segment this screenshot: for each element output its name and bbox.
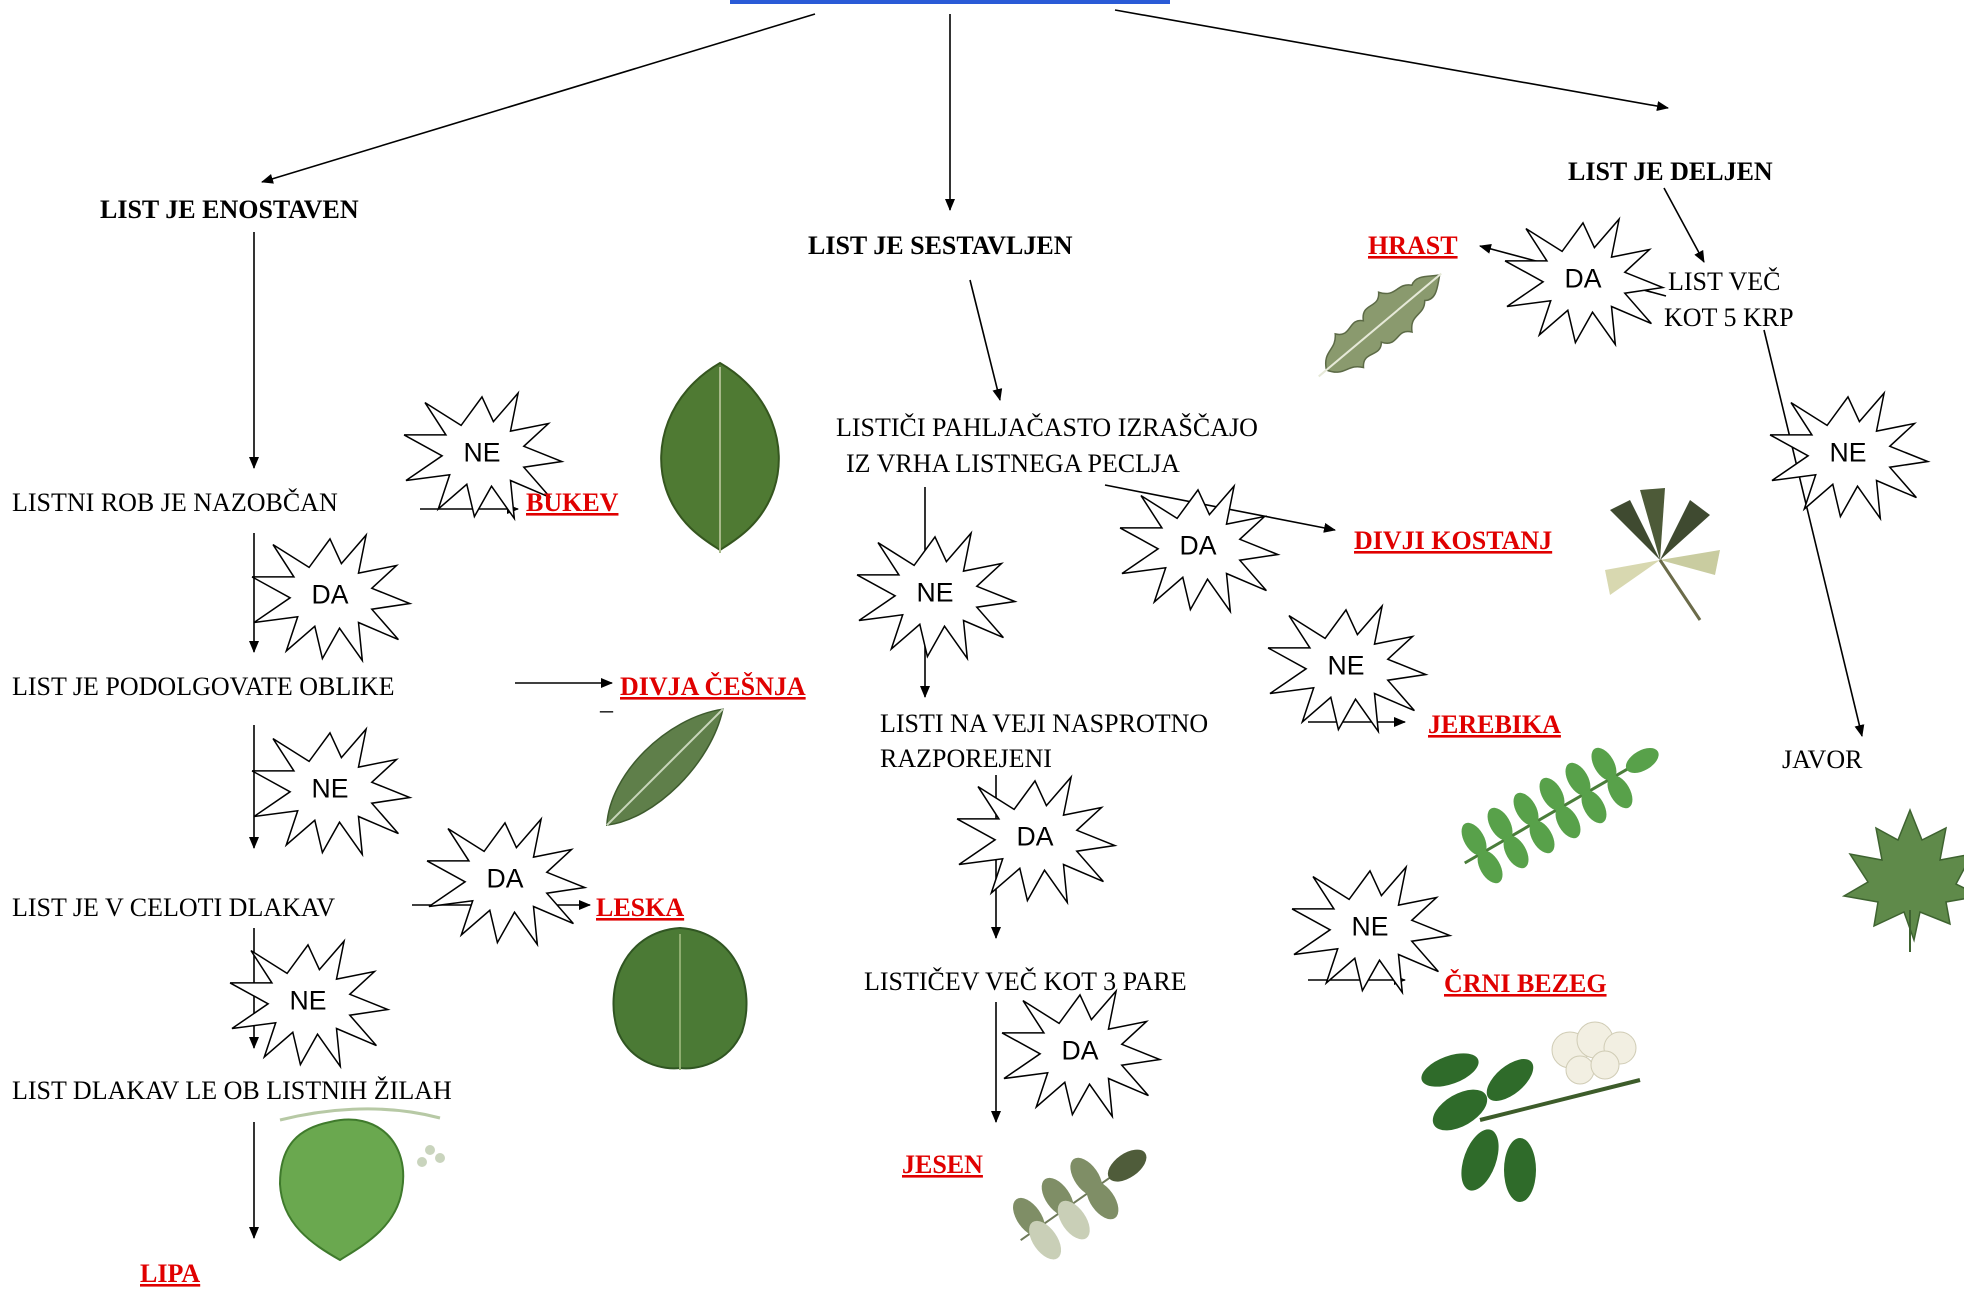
tree-divja-cesnja[interactable]: DIVJA ČEŠNJA (620, 672, 806, 701)
svg-text:NE: NE (1352, 912, 1389, 942)
arrow-root-simple (262, 14, 815, 182)
beech-leaf-image (661, 363, 779, 553)
stray-dash: – (599, 695, 614, 724)
category-simple: LIST JE ENOSTAVEN (100, 195, 359, 224)
arrow-lobes-no (1764, 330, 1862, 736)
svg-text:DA: DA (1565, 264, 1602, 294)
arrow-root-divided (1115, 10, 1668, 108)
svg-text:NE: NE (1328, 651, 1365, 681)
tree-javor: JAVOR (1782, 745, 1863, 774)
question-fully-hairy: LIST JE V CELOTI DLAKAV (12, 893, 335, 922)
svg-text:NE: NE (290, 986, 327, 1016)
svg-text:NE: NE (312, 774, 349, 804)
root-box (730, 0, 1170, 4)
tree-jerebika[interactable]: JEREBIKA (1428, 710, 1561, 739)
tree-leska[interactable]: LESKA (596, 893, 684, 922)
linden-leaf-image (280, 1109, 445, 1260)
tree-hrast[interactable]: HRAST (1368, 231, 1458, 260)
svg-text:DA: DA (1017, 822, 1054, 852)
question-lobes-line1: LIST VEČ (1668, 267, 1780, 296)
rowan-leaf-image (1448, 722, 1675, 892)
burst-yes-leska: DA (427, 819, 585, 944)
burst-no-bezeg: NE (1292, 867, 1450, 992)
svg-text:NE: NE (917, 578, 954, 608)
hazel-leaf-image (613, 928, 746, 1070)
arrow-divided-lobes (1664, 188, 1704, 262)
oak-leaf-image (1302, 254, 1458, 397)
question-serrated-edge: LISTNI ROB JE NAZOBČAN (12, 488, 338, 517)
svg-text:DA: DA (487, 864, 524, 894)
tree-jesen[interactable]: JESEN (902, 1150, 983, 1179)
tree-divji-kostanj[interactable]: DIVJI KOSTANJ (1354, 526, 1552, 555)
question-lobes-line2: KOT 5 KRP (1664, 303, 1794, 332)
category-compound: LIST JE SESTAVLJEN (808, 231, 1073, 260)
burst-no-hairy: NE (252, 729, 410, 854)
tree-bukev[interactable]: BUKEV (526, 488, 619, 517)
question-palmate-line2: IZ VRHA LISTNEGA PECLJA (846, 449, 1180, 478)
tree-crni-bezeg[interactable]: ČRNI BEZEG (1444, 969, 1607, 998)
maple-leaf-image (1844, 810, 1964, 952)
question-more-3-pairs: LISTIČEV VEČ KOT 3 PARE (864, 967, 1187, 996)
question-oblong-shape: LIST JE PODOLGOVATE OBLIKE (12, 672, 395, 701)
svg-text:NE: NE (1830, 438, 1867, 468)
burst-yes-kostanj: DA (1120, 486, 1278, 611)
burst-yes-pairs: DA (957, 777, 1115, 902)
burst-no-opposite: NE (857, 533, 1015, 658)
elder-image (1417, 1022, 1640, 1202)
svg-text:DA: DA (1180, 531, 1217, 561)
burst-yes-jesen: DA (1002, 991, 1160, 1116)
burst-no-jerebika: NE (1268, 606, 1426, 731)
question-hairy-veins: LIST DLAKAV LE OB LISTNIH ŽILAH (12, 1076, 452, 1105)
burst-yes-hrast: DA (1505, 219, 1663, 344)
category-divided: LIST JE DELJEN (1568, 157, 1773, 186)
arrow-compound-palmate (970, 280, 1000, 400)
svg-text:NE: NE (464, 438, 501, 468)
svg-text:DA: DA (1062, 1036, 1099, 1066)
horse-chestnut-leaf-image (1605, 488, 1720, 620)
question-opposite-line2: RAZPOREJENI (880, 744, 1052, 773)
svg-text:DA: DA (312, 580, 349, 610)
question-palmate-line1: LISTIČI PAHLJAČASTO IZRAŠČAJO (836, 413, 1258, 442)
burst-yes-oblong: DA (252, 535, 410, 660)
question-opposite-line1: LISTI NA VEJI NASPROTNO (880, 709, 1208, 738)
ash-leaf-image (1000, 1123, 1166, 1269)
tree-lipa[interactable]: LIPA (140, 1259, 200, 1288)
